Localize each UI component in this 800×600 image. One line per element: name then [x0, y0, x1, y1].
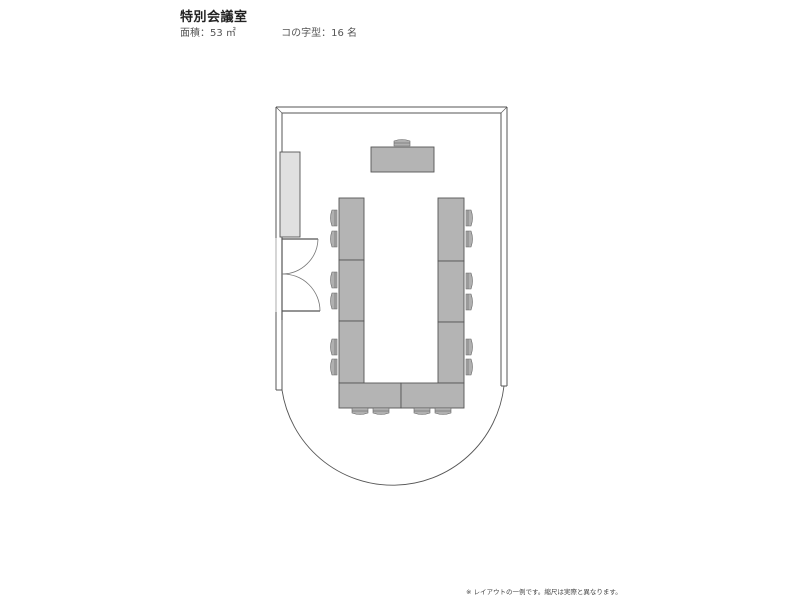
chair-icon: [434, 407, 452, 415]
chair-icon: [465, 230, 473, 248]
chair-icon: [330, 230, 338, 248]
chair-icon: [393, 139, 411, 147]
chair-icon: [330, 271, 338, 289]
chair-icon: [465, 358, 473, 376]
chair-icon: [465, 293, 473, 311]
u-shape-tables: [338, 197, 465, 409]
chair-icon: [330, 209, 338, 227]
layout-capacity-label: コの字型：16 名: [281, 28, 357, 39]
disclaimer-note: ※ レイアウトの一例です。縮尺は実際と異なります。: [466, 588, 622, 596]
chair-icon: [330, 292, 338, 310]
chair-icon: [351, 407, 369, 415]
head-table: [370, 139, 435, 173]
cabinet: [279, 151, 301, 238]
room-title: 特別会議室: [180, 10, 248, 25]
chair-icon: [465, 272, 473, 290]
double-door[interactable]: [275, 238, 321, 320]
chair-icon: [465, 338, 473, 356]
chair-icon: [372, 407, 390, 415]
curved-wall: [281, 385, 505, 486]
outer-wall: [275, 106, 508, 391]
room-meta: 面積：53 ㎡ コの字型：16 名: [180, 24, 357, 39]
chair-icon: [413, 407, 431, 415]
chair-icon: [330, 338, 338, 356]
chair-icon: [330, 358, 338, 376]
chair-icon: [465, 209, 473, 227]
area-label: 面積：53 ㎡: [180, 28, 236, 39]
